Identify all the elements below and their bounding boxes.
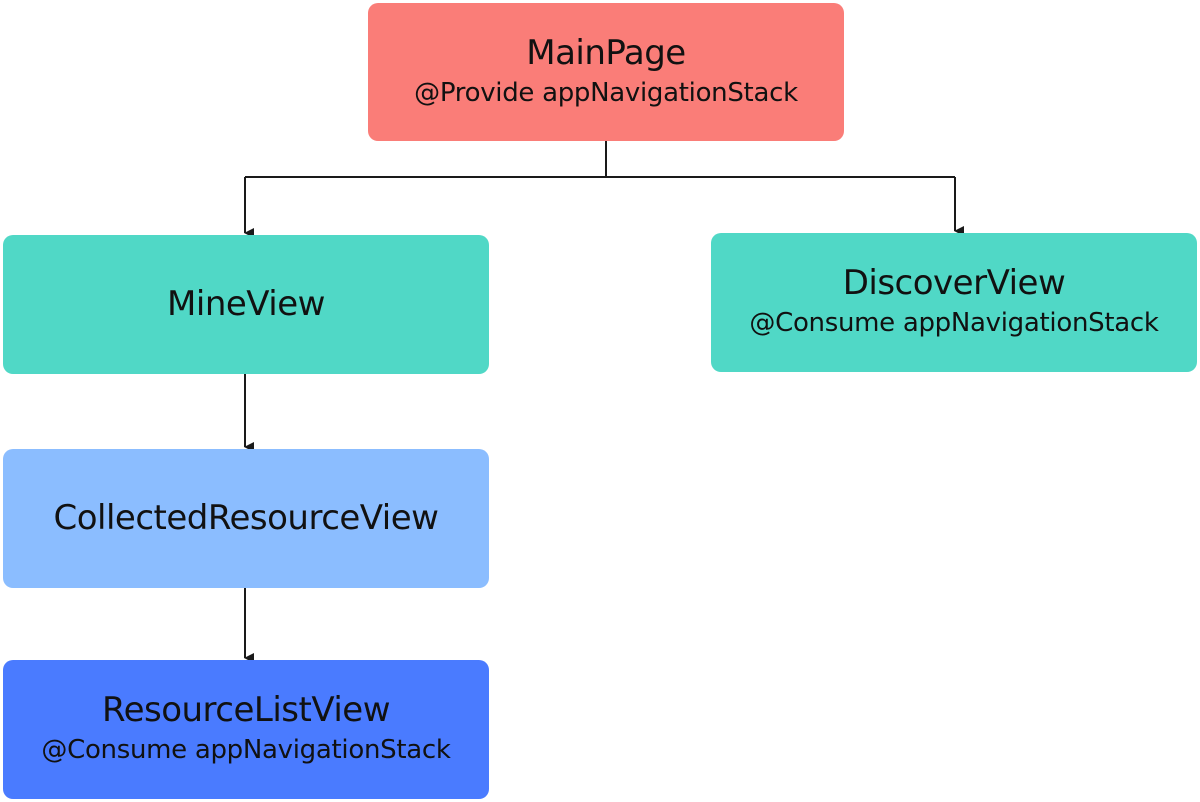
node-mineview-title: MineView bbox=[167, 283, 325, 324]
node-mainpage: MainPage @Provide appNavigationStack bbox=[368, 3, 844, 141]
node-resourcelistview-title: ResourceListView bbox=[101, 690, 391, 731]
node-mineview: MineView bbox=[3, 235, 489, 374]
node-collectedresourceview-title: CollectedResourceView bbox=[53, 497, 439, 538]
node-collectedresourceview: CollectedResourceView bbox=[3, 449, 489, 588]
node-resourcelistview: ResourceListView @Consume appNavigationS… bbox=[3, 660, 489, 799]
node-resourcelistview-subtitle: @Consume appNavigationStack bbox=[41, 735, 451, 766]
node-discoverview: DiscoverView @Consume appNavigationStack bbox=[711, 233, 1197, 372]
node-mainpage-subtitle: @Provide appNavigationStack bbox=[414, 77, 798, 108]
node-mainpage-title: MainPage bbox=[526, 32, 686, 73]
edge-mainpage-to-children bbox=[245, 141, 955, 178]
node-discoverview-title: DiscoverView bbox=[842, 263, 1066, 304]
node-discoverview-subtitle: @Consume appNavigationStack bbox=[749, 308, 1159, 339]
